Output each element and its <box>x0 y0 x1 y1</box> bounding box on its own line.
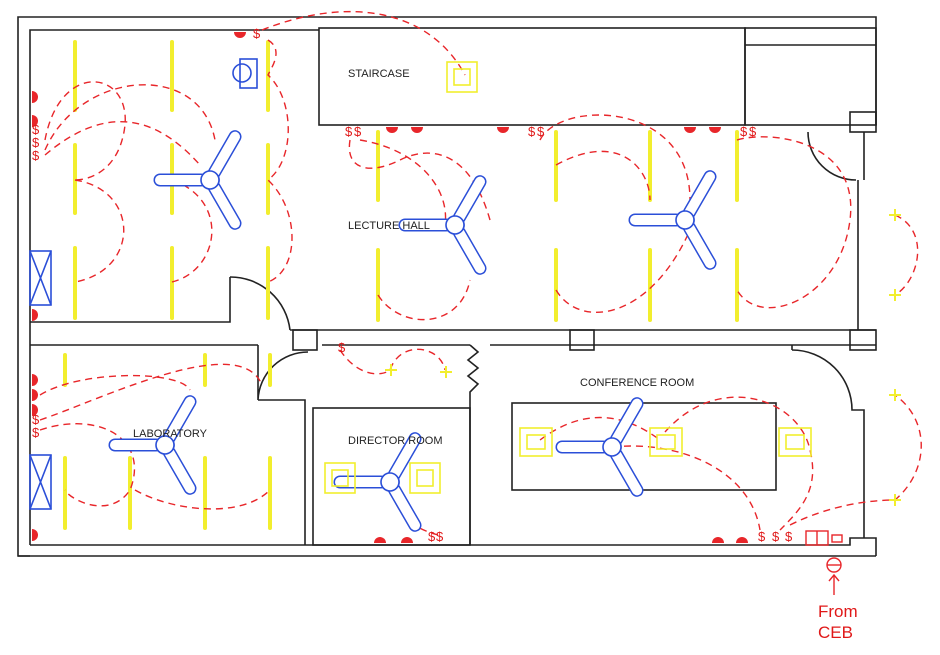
socket-outlet-icon <box>497 127 509 133</box>
ceiling-fan-icon <box>333 432 422 532</box>
outdoor-light-icons <box>385 209 901 506</box>
switch-icon: $ <box>32 122 40 137</box>
switches: $$$$$$$$$$$$$$$$$$ <box>32 26 793 544</box>
room-label-conference-room: CONFERENCE ROOM <box>580 377 694 389</box>
ceiling-fans <box>108 130 717 532</box>
switch-icon: $ <box>32 148 40 163</box>
socket-outlet-icon <box>32 115 38 127</box>
ac-unit-icon <box>29 454 52 510</box>
switch-icon: $ <box>749 124 757 139</box>
ceiling-fan-icon <box>153 130 242 230</box>
socket-outlet-icon <box>736 537 748 543</box>
socket-outlets <box>32 32 748 543</box>
switch-icon: $ <box>537 124 545 139</box>
room-label-lecture-hall: LECTURE HALL <box>348 220 430 232</box>
socket-outlet-icon <box>401 537 413 543</box>
ceiling-fan-icon <box>628 170 717 270</box>
misc-symbols <box>29 32 901 595</box>
distribution-board-icon <box>805 530 843 546</box>
switch-icon: $ <box>354 124 362 139</box>
socket-outlet-icon <box>32 404 38 416</box>
ceiling-fan-icon <box>108 395 197 495</box>
socket-outlet-icon <box>374 537 386 543</box>
socket-outlet-icon <box>32 309 38 321</box>
switch-icon: $ <box>772 529 780 544</box>
switch-icon: $ <box>740 124 748 139</box>
socket-outlet-icon <box>32 389 38 401</box>
socket-outlet-icon <box>234 32 246 38</box>
meter-icon <box>826 557 842 595</box>
socket-outlet-icon <box>411 127 423 133</box>
switch-icon: $ <box>785 529 793 544</box>
square-lamp-icons <box>324 61 812 494</box>
exhaust-fan-icon <box>232 58 258 89</box>
conference-table <box>511 402 777 491</box>
switch-icon: $ <box>253 26 261 41</box>
supply-label-from: From <box>818 602 858 621</box>
ceiling-fan-icon <box>398 175 487 275</box>
switch-icon: $ <box>528 124 536 139</box>
socket-outlet-icon <box>386 127 398 133</box>
supply-label-ceb: CEB <box>818 623 853 642</box>
switch-icon: $ <box>345 124 353 139</box>
tube-lights <box>63 40 739 530</box>
room-label-director-room: DIRECTOR ROOM <box>348 435 443 447</box>
wiring <box>39 11 922 536</box>
walls <box>17 16 877 557</box>
room-label-staircase: STAIRCASE <box>348 68 410 80</box>
socket-outlet-icon <box>32 91 38 103</box>
switch-icon: $ <box>32 425 40 440</box>
ac-unit-icon <box>29 250 52 306</box>
socket-outlet-icon <box>712 537 724 543</box>
socket-outlet-icon <box>684 127 696 133</box>
switch-icon: $ <box>758 529 766 544</box>
socket-outlet-icon <box>709 127 721 133</box>
socket-outlet-icon <box>32 529 38 541</box>
room-label-laboratory: LABORATORY <box>133 428 208 440</box>
switch-icon: $ <box>338 340 346 355</box>
switch-icon: $ <box>32 135 40 150</box>
ceiling-fan-icon <box>555 397 644 497</box>
switch-icon: $ <box>436 529 444 544</box>
switch-icon: $ <box>428 529 436 544</box>
switch-icon: $ <box>32 412 40 427</box>
socket-outlet-icon <box>32 374 38 386</box>
